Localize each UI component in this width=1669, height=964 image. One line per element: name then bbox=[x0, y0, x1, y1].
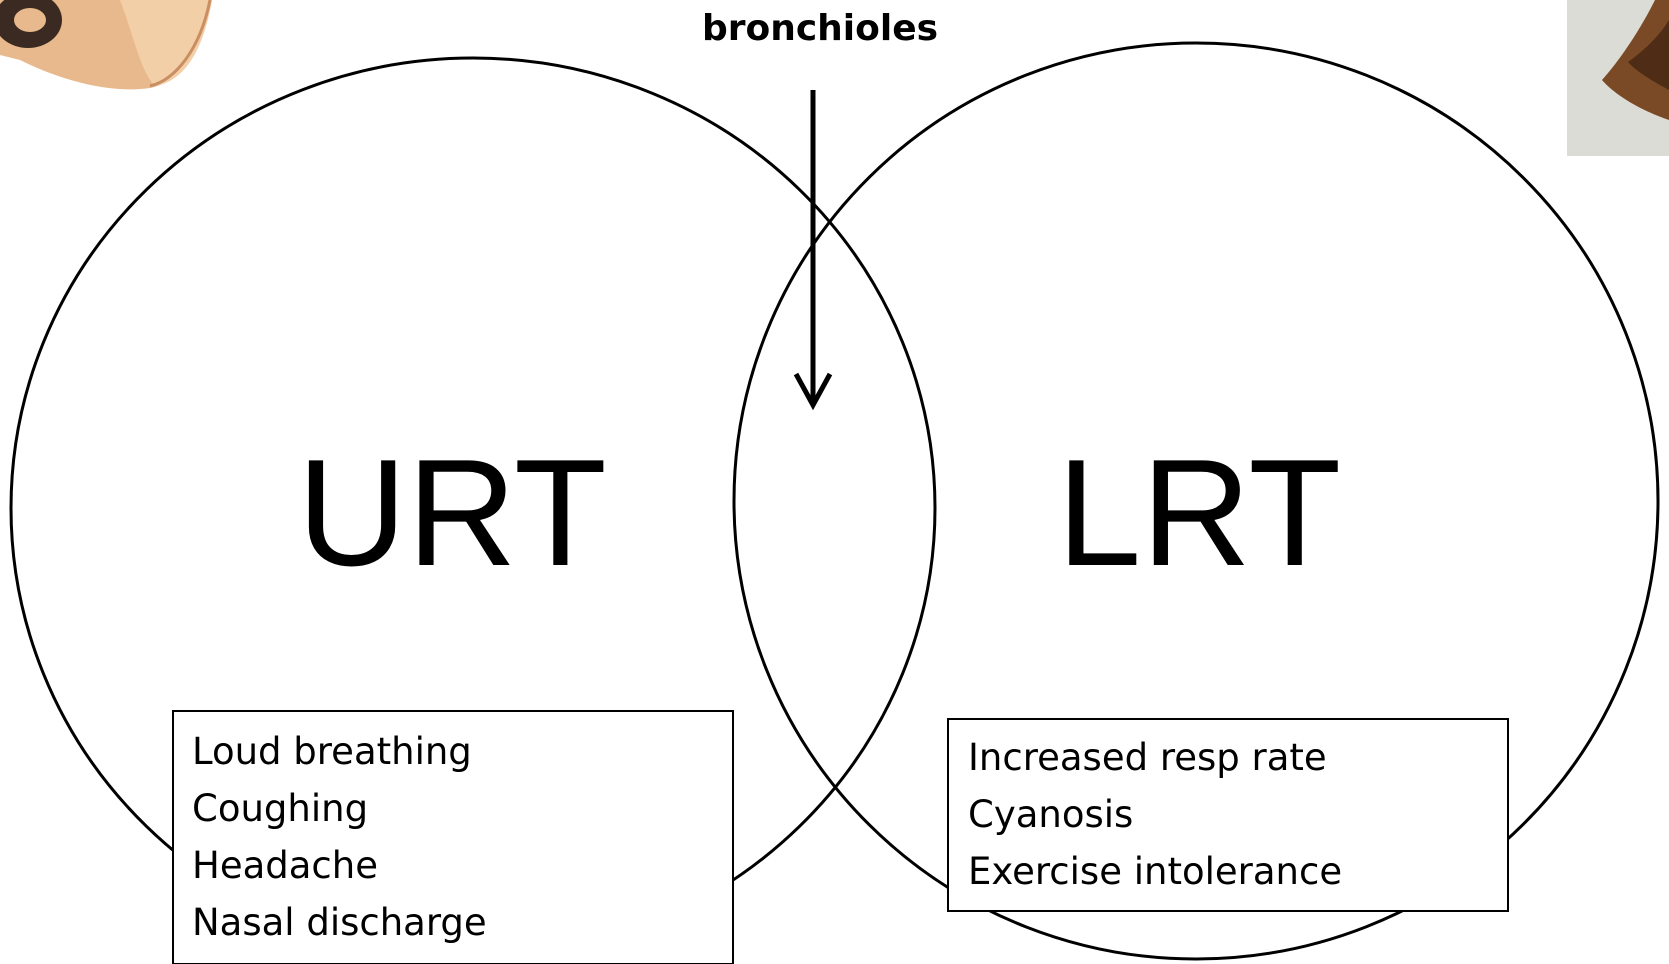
list-item: Coughing bbox=[192, 787, 369, 830]
lrt-label: LRT bbox=[1057, 428, 1341, 598]
lrt-symptoms-list: Increased resp rate Cyanosis Exercise in… bbox=[968, 729, 1342, 900]
animal-photo-image bbox=[1567, 0, 1669, 156]
list-item: Nasal discharge bbox=[192, 901, 487, 944]
list-item: Headache bbox=[192, 844, 378, 887]
list-item: Cyanosis bbox=[968, 793, 1134, 836]
urt-label: URT bbox=[297, 428, 607, 598]
urt-symptoms-list: Loud breathing Coughing Headache Nasal d… bbox=[192, 723, 487, 951]
bronchioles-label: bronchioles bbox=[702, 8, 938, 49]
list-item: Exercise intolerance bbox=[968, 850, 1343, 893]
lrt-symptoms-box bbox=[947, 718, 1509, 912]
arrow-down-icon bbox=[793, 90, 833, 411]
cartoon-animal-snout-image bbox=[0, 0, 212, 90]
list-item: Loud breathing bbox=[192, 730, 472, 773]
urt-symptoms-box bbox=[172, 710, 734, 964]
lrt-circle bbox=[732, 41, 1660, 961]
list-item: Increased resp rate bbox=[968, 736, 1327, 779]
